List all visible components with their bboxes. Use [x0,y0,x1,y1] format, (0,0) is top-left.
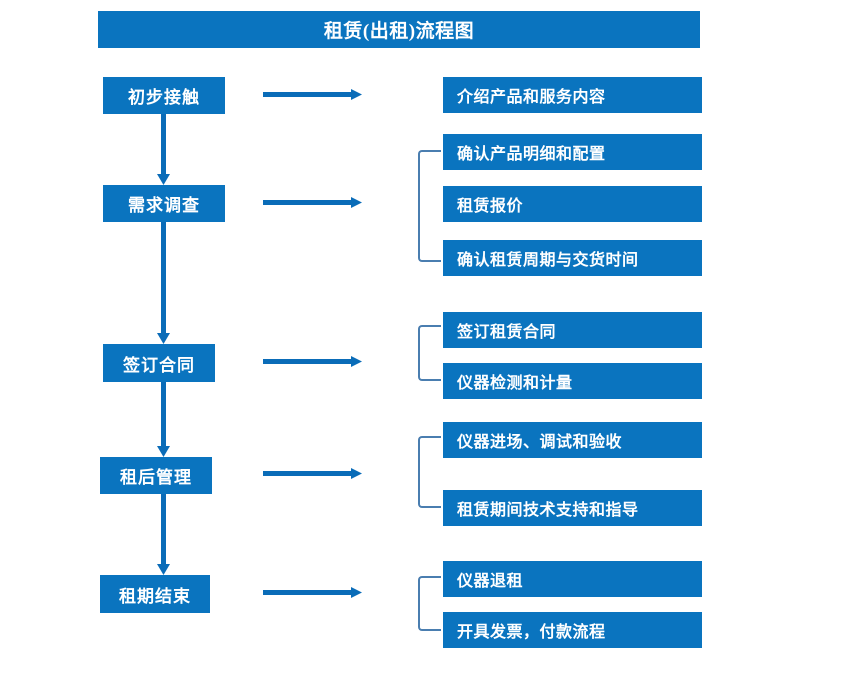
stage-box-label: 初步接触 [128,88,200,107]
stage-box-label: 租后管理 [120,468,192,487]
bracket-group-3 [418,436,441,508]
detail-box-label: 签订租赁合同 [457,324,557,341]
detail-box-1[interactable]: 介绍产品和服务内容 [443,77,702,113]
bracket-group-4 [418,576,441,631]
detail-box-label: 仪器检测和计量 [457,375,573,392]
detail-box-5[interactable]: 签订租赁合同 [443,312,702,348]
detail-box-label: 开具发票，付款流程 [457,624,606,641]
page-title: 租赁(出租)流程图 [98,11,700,48]
stage-box-label: 签订合同 [123,355,195,375]
detail-box-2[interactable]: 确认产品明细和配置 [443,134,702,170]
detail-box-label: 仪器进场、调试和验收 [457,434,623,451]
stage-box-2[interactable]: 需求调查 [103,185,225,222]
arrow-right-stage-2 [263,197,362,208]
detail-box-8[interactable]: 租赁期间技术支持和指导 [443,490,702,526]
detail-box-10[interactable]: 开具发票，付款流程 [443,612,702,648]
detail-box-7[interactable]: 仪器进场、调试和验收 [443,422,702,458]
bracket-group-1 [418,150,441,262]
stage-box-3[interactable]: 签订合同 [103,344,215,382]
detail-box-label: 租赁报价 [457,198,524,215]
stage-box-1[interactable]: 初步接触 [103,77,225,114]
detail-box-label: 确认租赁周期与交货时间 [457,252,639,269]
arrow-right-stage-4 [263,468,362,479]
stage-box-4[interactable]: 租后管理 [100,457,212,494]
arrow-right-stage-1 [263,89,362,100]
detail-box-label: 确认产品明细和配置 [457,146,606,163]
stage-box-label: 需求调查 [128,196,200,215]
arrow-right-stage-3 [263,356,362,367]
detail-box-label: 租赁期间技术支持和指导 [457,502,639,519]
detail-box-9[interactable]: 仪器退租 [443,561,702,597]
connector-3-4 [157,382,170,457]
arrow-right-stage-5 [263,587,362,598]
bracket-group-2 [418,325,441,381]
detail-box-label: 介绍产品和服务内容 [457,89,606,106]
connector-4-5 [157,494,170,575]
detail-box-4[interactable]: 确认租赁周期与交货时间 [443,240,702,276]
detail-box-label: 仪器退租 [457,573,524,590]
detail-box-3[interactable]: 租赁报价 [443,186,702,222]
detail-box-6[interactable]: 仪器检测和计量 [443,363,702,399]
connector-2-3 [157,222,170,344]
stage-box-label: 租期结束 [119,586,191,606]
connector-1-2 [157,114,170,185]
stage-box-5[interactable]: 租期结束 [100,575,210,613]
